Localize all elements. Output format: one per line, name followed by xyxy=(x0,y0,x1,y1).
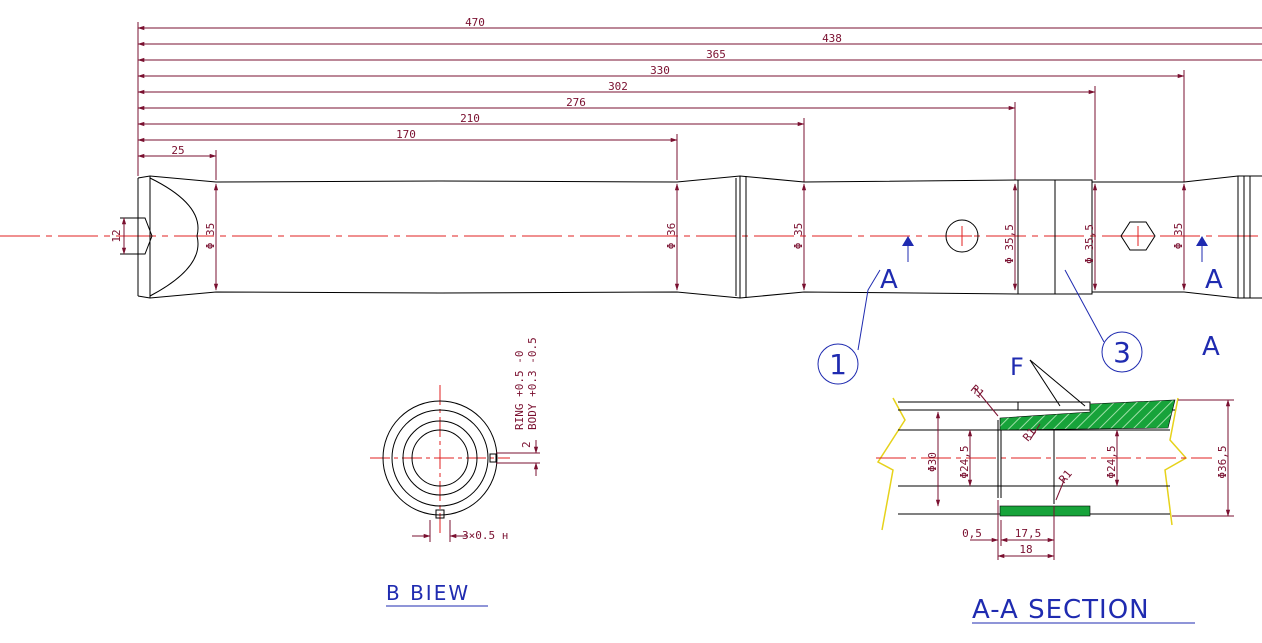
aa-section-title: A-A SECTION xyxy=(972,595,1150,625)
diameter-dims xyxy=(121,183,1187,291)
section-w18: 18 xyxy=(1019,543,1032,556)
section-label-f: F xyxy=(1010,353,1024,381)
section-arrow-left-icon xyxy=(902,236,914,246)
section-mark-right: A xyxy=(1205,265,1223,295)
dim-470: 470 xyxy=(465,16,485,29)
dim-330: 330 xyxy=(650,64,670,77)
section-mark-left: A xyxy=(880,265,898,295)
dim-302: 302 xyxy=(608,80,628,93)
section-d245-b: Φ24,5 xyxy=(1105,445,1118,478)
balloon-1: 1 xyxy=(829,348,847,381)
diameter-6: Φ 35 xyxy=(1172,223,1185,250)
section-d245-a: Φ24,5 xyxy=(958,445,971,478)
ring-tolerance: RING +0.5 -0 xyxy=(513,351,526,430)
diameter-2: Φ 36 xyxy=(665,223,678,250)
aa-section-drawing xyxy=(876,359,1234,560)
radius-label-c: R1 xyxy=(1056,467,1074,486)
hole-diameter: 12 xyxy=(110,229,123,242)
dim-438: 438 xyxy=(822,32,842,45)
part-balloons xyxy=(817,269,1143,385)
section-d365: Φ36,5 xyxy=(1216,445,1229,478)
dim-210: 210 xyxy=(460,112,480,125)
diameter-labels: Φ 35 Φ 36 Φ 35 Φ 35,5 Φ 35,5 Φ 35 12 xyxy=(110,223,1185,264)
section-w175: 17,5 xyxy=(1015,527,1042,540)
groove-dim: 3×0.5 н xyxy=(462,529,508,542)
b-view-drawing xyxy=(370,385,540,542)
section-arrow-right-icon xyxy=(1196,236,1208,246)
section-w05: 0,5 xyxy=(962,527,982,540)
b-view-title: B BIEW xyxy=(386,581,470,605)
section-markers: A A A xyxy=(880,236,1223,362)
diameter-3: Φ 35 xyxy=(792,223,805,250)
gap-dim: 2 xyxy=(520,441,533,448)
dim-170: 170 xyxy=(396,128,416,141)
shaft-outline xyxy=(120,175,1262,299)
diameter-5: Φ 35,5 xyxy=(1083,224,1096,264)
body-tolerance: BODY +0.3 -0.5 xyxy=(526,337,539,430)
balloon-3: 3 xyxy=(1113,336,1131,369)
view-mark: A xyxy=(1202,332,1220,362)
section-d30: Φ30 xyxy=(926,452,939,472)
dim-276: 276 xyxy=(566,96,586,109)
diameter-1: Φ 35 xyxy=(204,223,217,250)
top-dimension-labels: 470 438 365 330 302 276 210 170 25 xyxy=(171,16,842,157)
hole-centers xyxy=(952,226,1148,246)
top-dimension-group xyxy=(137,22,1262,182)
diameter-4: Φ 35,5 xyxy=(1003,224,1016,264)
dim-365: 365 xyxy=(706,48,726,61)
dim-25: 25 xyxy=(171,144,184,157)
